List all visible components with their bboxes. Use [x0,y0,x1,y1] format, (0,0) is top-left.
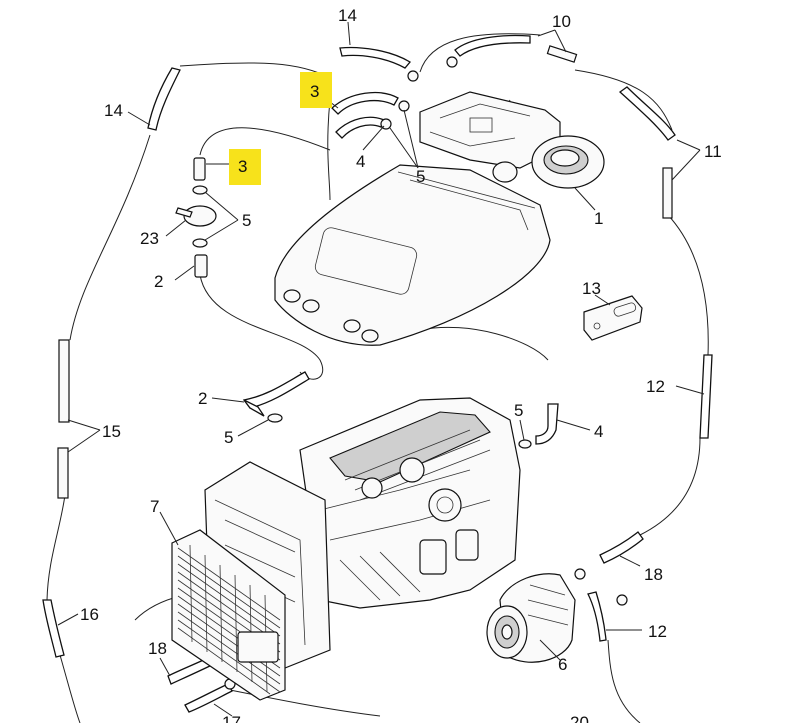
callout-4-mid[interactable]: 4 [594,422,603,441]
callout-labels: 14 10 3 14 3 4 5 11 5 23 1 2 13 12 15 2 … [80,6,722,723]
callout-5-mid-left[interactable]: 5 [224,428,233,447]
callout-13[interactable]: 13 [582,279,601,298]
condenser [171,529,286,701]
callout-12-bottom[interactable]: 12 [648,622,667,641]
callout-10[interactable]: 10 [552,12,571,31]
callout-2-mid[interactable]: 2 [198,389,207,408]
hoses [42,34,713,713]
engine-block [299,397,521,609]
callout-23[interactable]: 23 [140,229,159,248]
callout-5-mid-right[interactable]: 5 [514,401,523,420]
callout-4-top[interactable]: 4 [356,152,365,171]
callout-1[interactable]: 1 [594,209,603,228]
callout-5-left[interactable]: 5 [242,211,251,230]
callout-5-top[interactable]: 5 [416,167,425,186]
callout-11[interactable]: 11 [704,142,722,161]
cab-roof-panel [274,164,551,346]
callout-15[interactable]: 15 [102,422,121,441]
compressor [486,573,576,663]
callout-18-right[interactable]: 18 [644,565,663,584]
leader-lines [57,21,705,717]
fittings [175,56,643,690]
highlight-box-top [300,72,332,108]
callout-3-left[interactable]: 3 [238,157,247,176]
highlight-box-left [229,149,261,185]
callout-2-top[interactable]: 2 [154,272,163,291]
callout-16[interactable]: 16 [80,605,99,624]
evaporator-unit [419,91,605,189]
callout-20[interactable]: 20 [570,713,589,723]
callout-7[interactable]: 7 [150,497,159,516]
callout-12-right[interactable]: 12 [646,377,665,396]
callout-14-left[interactable]: 14 [104,101,123,120]
callout-6[interactable]: 6 [558,655,567,674]
callout-14-top[interactable]: 14 [338,6,357,25]
callout-18-left[interactable]: 18 [148,639,167,658]
callout-17[interactable]: 17 [222,713,241,723]
callout-3-top[interactable]: 3 [310,82,319,101]
routing-lines [46,33,709,723]
